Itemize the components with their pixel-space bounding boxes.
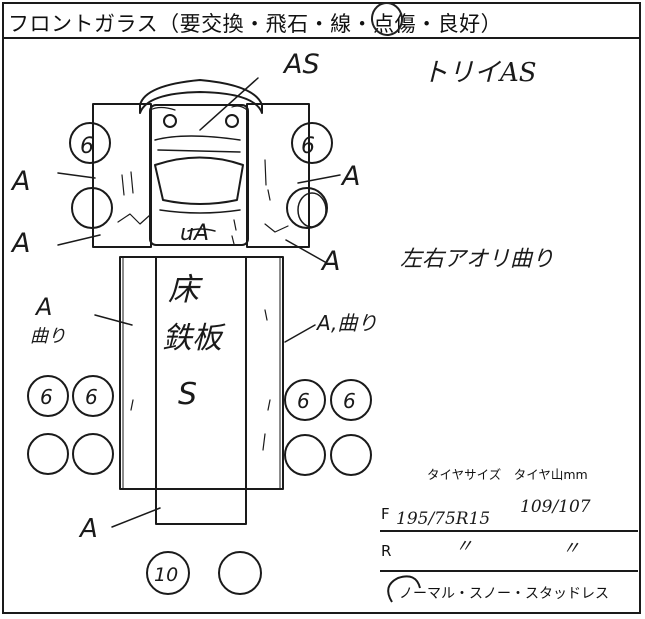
mid-left-tire-4: [72, 433, 114, 475]
tire-front-right-number: 6: [301, 134, 315, 159]
front-row-rule: [380, 530, 638, 532]
cab-roof-outline: [139, 79, 263, 114]
floor-kanji-2: 鉄板: [162, 321, 226, 356]
front-right-tire: [291, 122, 333, 164]
normal-tire-circle: [387, 575, 421, 603]
tire-mid-right-1-number: 6: [297, 389, 310, 413]
tire-type-options: ノーマル・スノー・スタッドレス: [399, 586, 609, 602]
left-lower-code: A: [10, 228, 30, 259]
left-body-code: A: [34, 293, 52, 321]
front-left-rear-tire: [71, 187, 113, 229]
inspection-sheet-frame: [2, 2, 641, 614]
tire-front-left-number: 6: [80, 134, 94, 159]
floor-code: S: [178, 377, 197, 412]
rear-code: A: [78, 514, 98, 544]
front-tire-size: 195/75R15: [396, 509, 490, 529]
cab-right-side: [246, 103, 310, 248]
rear-row-label: R: [381, 542, 392, 560]
windshield-header: フロントガラス（要交換・飛石・線・点傷・良好）: [2, 2, 641, 39]
cab-shading: [154, 135, 241, 214]
rear-bumper: [155, 488, 247, 525]
tire-mid-left-1-number: 6: [40, 385, 53, 409]
right-lower-code: A: [320, 246, 340, 277]
right-upper-code: A: [340, 161, 360, 192]
mid-right-tire-4: [330, 434, 372, 476]
front-row-label: F: [381, 505, 390, 523]
rear-tire-depth: 〃: [562, 538, 580, 559]
mid-left-tire-2: [72, 375, 114, 417]
cab-light-left: [163, 114, 177, 128]
rear-tire-size: 〃: [455, 536, 473, 557]
cab-left-side: [92, 103, 152, 248]
front-left-tire: [69, 122, 111, 164]
mid-right-tire-3: [284, 434, 326, 476]
left-body-sub: 曲り: [30, 326, 66, 347]
top-right-note: トリイAS: [422, 58, 537, 88]
mid-right-tire-2: [330, 379, 372, 421]
windshield-shape: [154, 156, 244, 205]
side-note: 左右アオリ曲り: [400, 247, 554, 272]
mid-left-tire-1: [27, 375, 69, 417]
tire-mid-right-2-number: 6: [343, 389, 356, 413]
mid-left-tire-3: [27, 433, 69, 475]
cab-light-right: [225, 114, 239, 128]
right-body-code: A,曲り: [315, 311, 377, 335]
tire-table-header: タイヤサイズ タイヤ山mm: [427, 467, 588, 482]
tire-mid-left-2-number: 6: [85, 385, 98, 409]
windshield-title: フロントガラス（要交換・飛石・線・点傷・良好）: [8, 12, 503, 36]
spare-tire-1: [146, 551, 190, 595]
roof-code: AS: [282, 49, 320, 80]
under-code: uA: [180, 221, 209, 246]
front-tire-depth: 109/107: [520, 497, 591, 517]
rear-row-rule: [380, 570, 638, 572]
spare-tire-number: 10: [154, 564, 178, 586]
left-upper-code: A: [10, 166, 30, 197]
floor-kanji: 床: [168, 272, 203, 308]
front-right-rear-tire: [286, 187, 328, 229]
spare-tire-2: [218, 551, 262, 595]
mid-right-tire-1: [284, 379, 326, 421]
